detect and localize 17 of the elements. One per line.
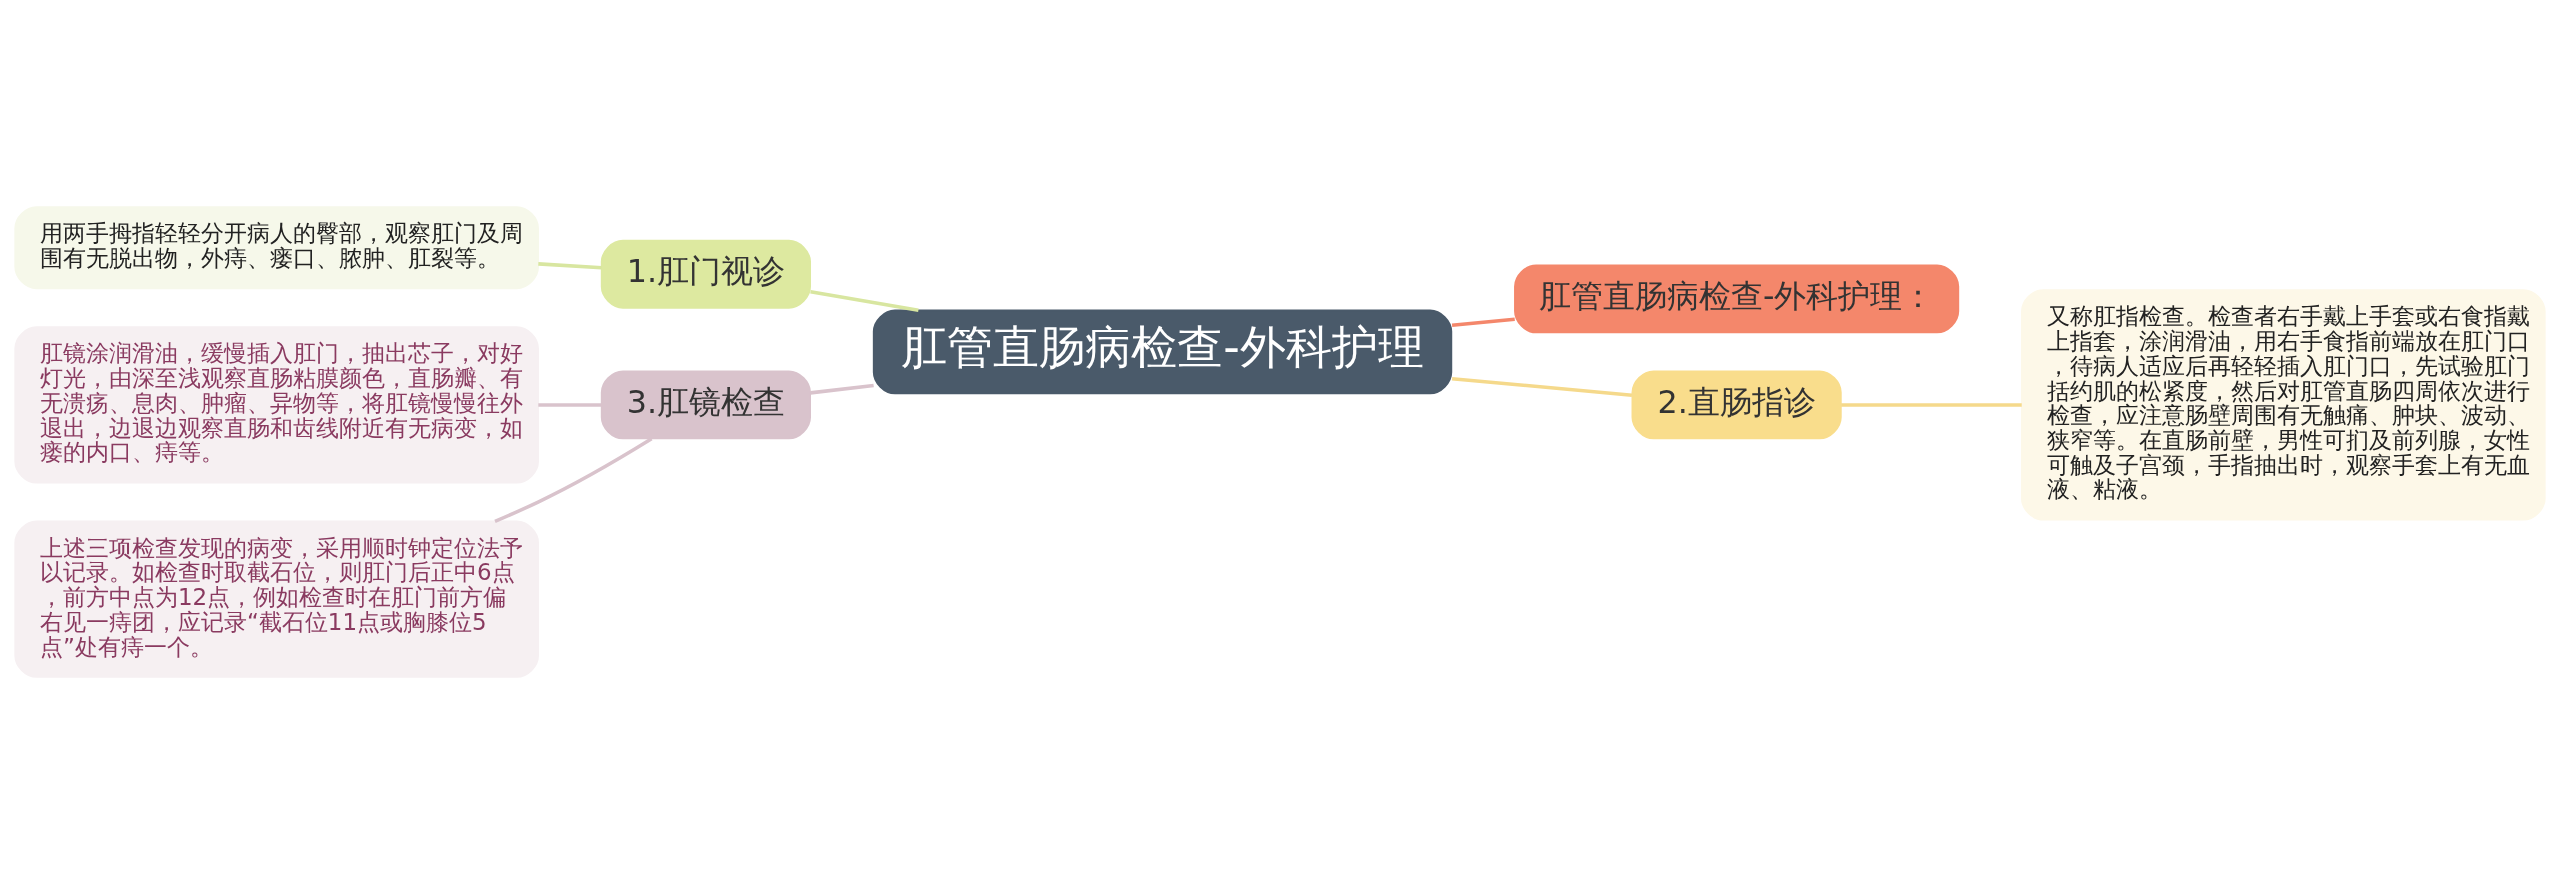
node-box: 3.肛镜检查 xyxy=(600,370,811,440)
connector xyxy=(1841,403,2022,407)
connector xyxy=(538,262,602,270)
node-box: 又称肛指检查。检查者右手戴上手套或右食指戴上指套，涂润滑油，用右手食指前端放在肛门口，待病人适应后再轻轻插入肛门口，先试验肛门括约肌的松紧度，然后对肛管直肠四周依次进行检查，应注意肠壁周围有无触痛、肿块、波动、狭窄等。在直肠前壁，男性可扪及前列腺，女性可触及子宫颈，手指抽出时，观察手套上有无血液、粘液。 xyxy=(2021,289,2546,521)
connector xyxy=(494,437,653,524)
connector xyxy=(1451,376,1633,398)
node-box: 肛镜涂润滑油，缓慢插入肛门，抽出芯子，对好灯光，由深至浅观察直肠粘膜颜色，直肠瓣、有无溃疡、息肉、肿瘤、异物等，将肛镜慢慢往外退出，边退边观察直肠和齿线附近有无病变，如瘘的内口、痔等。 xyxy=(14,326,539,484)
node-box: 用两手拇指轻轻分开病人的臀部，观察肛门及周围有无脱出物，外痔、瘘口、脓肿、肛裂等。 xyxy=(14,206,539,290)
connector xyxy=(1451,317,1515,327)
node-box: 肛管直肠病检查-外科护理： xyxy=(1514,264,1960,334)
connector xyxy=(810,383,874,395)
node-box: 肛管直肠病检查-外科护理 xyxy=(872,309,1453,395)
connector xyxy=(538,403,602,407)
node-box: 上述三项检查发现的病变，采用顺时钟定位法予以记录。如检查时取截石位，则肛门后正中6点，前方中点为12点，例如检查时在肛门前方偏右见一痔团，应记录“截石位11点或胸膝位5点”处有痔一个。 xyxy=(14,520,539,678)
node-box: 1.肛门视诊 xyxy=(600,239,811,309)
connector xyxy=(810,290,919,313)
node-box: 2.直肠指诊 xyxy=(1631,370,1842,440)
